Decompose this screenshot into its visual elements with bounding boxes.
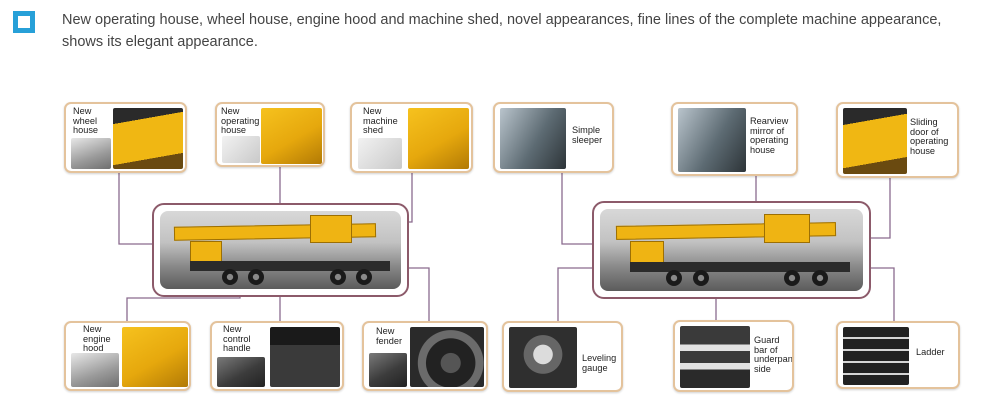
callout-label: Sliding door of operating house bbox=[910, 117, 949, 156]
callout-new-operating-house: New operating house bbox=[215, 102, 325, 167]
callout-new-wheel-house: New wheel house bbox=[64, 102, 187, 173]
photo-thumbnail bbox=[71, 353, 119, 387]
wheel bbox=[693, 270, 709, 286]
callout-label: New machine shed bbox=[363, 106, 398, 136]
crane-cab bbox=[764, 214, 810, 243]
wheel bbox=[356, 269, 372, 285]
callout-rearview-mirror: Rearview mirror of operating house bbox=[671, 102, 798, 176]
callout-sliding-door: Sliding door of operating house bbox=[836, 102, 959, 178]
photo-wheel-house bbox=[113, 108, 183, 169]
crane-image bbox=[160, 211, 401, 289]
callout-new-machine-shed: New machine shed bbox=[350, 102, 473, 173]
photo-ladder bbox=[843, 327, 909, 385]
photo-fender bbox=[410, 327, 484, 387]
photo-rearview-mirror bbox=[678, 108, 746, 172]
connector-fender bbox=[402, 267, 430, 322]
crane-photo-right bbox=[592, 201, 871, 299]
photo-thumbnail bbox=[217, 357, 265, 387]
callout-label: Leveling gauge bbox=[582, 353, 617, 373]
photo-thumbnail bbox=[369, 353, 407, 387]
wheel bbox=[222, 269, 238, 285]
crane-image bbox=[600, 209, 863, 291]
wheel bbox=[248, 269, 264, 285]
photo-simple-sleeper bbox=[500, 108, 566, 169]
callout-label: New wheel house bbox=[73, 106, 99, 136]
callout-label: Guard bar of underpan side bbox=[754, 335, 793, 374]
callout-label: New fender bbox=[376, 326, 403, 346]
callout-new-fender: New fender bbox=[362, 321, 488, 391]
callout-label: Simple sleeper bbox=[572, 125, 603, 145]
crane-cab bbox=[310, 215, 352, 243]
wheel bbox=[666, 270, 682, 286]
checkbox-icon bbox=[13, 11, 35, 33]
crane-photo-left bbox=[152, 203, 409, 297]
callout-new-control-handle: New control handle bbox=[210, 321, 344, 391]
photo-operating-house bbox=[261, 108, 322, 164]
photo-thumbnail bbox=[358, 138, 402, 169]
driver-cab bbox=[630, 241, 664, 265]
callout-label: Ladder bbox=[916, 347, 945, 357]
connector-sliding-door bbox=[866, 177, 891, 239]
photo-engine-hood bbox=[122, 327, 188, 387]
wheel bbox=[784, 270, 800, 286]
callout-label: New operating house bbox=[221, 106, 260, 136]
photo-thumbnail bbox=[222, 136, 260, 163]
crane-chassis bbox=[190, 261, 390, 271]
callout-label: New control handle bbox=[223, 324, 251, 354]
wheel bbox=[330, 269, 346, 285]
callout-label: Rearview mirror of operating house bbox=[750, 116, 789, 155]
connector-leveling-gauge bbox=[557, 267, 600, 322]
photo-thumbnail bbox=[71, 138, 111, 169]
description-text: New operating house, wheel house, engine… bbox=[62, 12, 942, 50]
callout-new-engine-hood: New engine hood bbox=[64, 321, 191, 391]
photo-control-handle bbox=[270, 327, 340, 387]
crane-chassis bbox=[630, 262, 850, 272]
photo-machine-shed bbox=[408, 108, 469, 169]
callout-label: New engine hood bbox=[83, 324, 111, 354]
wheel bbox=[812, 270, 828, 286]
photo-guard-bar bbox=[680, 326, 750, 388]
connector-simple-sleeper bbox=[561, 172, 604, 245]
callout-simple-sleeper: Simple sleeper bbox=[493, 102, 614, 173]
callout-ladder: Ladder bbox=[836, 321, 960, 389]
photo-sliding-door bbox=[843, 108, 907, 174]
callout-guard-bar: Guard bar of underpan side bbox=[673, 320, 794, 392]
connector-ladder bbox=[866, 267, 895, 321]
callout-leveling-gauge: Leveling gauge bbox=[502, 321, 623, 392]
photo-leveling-gauge bbox=[509, 327, 577, 388]
connector-wheel-house bbox=[118, 172, 163, 245]
